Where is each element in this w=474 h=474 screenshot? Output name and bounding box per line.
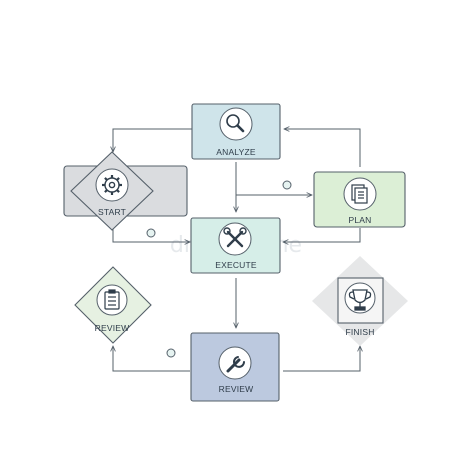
connector-start-execute	[112, 228, 190, 242]
start-label: START	[98, 207, 126, 217]
review-small-label: REVIEW	[95, 323, 130, 333]
dot-plan	[282, 180, 292, 190]
analyze-label: ANALYZE	[216, 147, 256, 157]
node-review-main: REVIEW	[190, 332, 280, 402]
node-finish: FINISH	[312, 256, 408, 346]
execute-label: EXECUTE	[215, 260, 257, 270]
node-review-small: REVIEW	[74, 266, 152, 344]
connector-review-finish	[283, 346, 360, 372]
connector-analyze-start	[113, 128, 192, 152]
finish-label: FINISH	[345, 327, 374, 337]
tools-icon	[223, 227, 247, 248]
dot-review	[166, 348, 176, 358]
trophy-icon	[348, 289, 372, 311]
review-main-label: REVIEW	[219, 384, 254, 394]
dot-start	[146, 228, 156, 238]
node-execute: EXECUTE	[190, 217, 281, 274]
magnifier-icon	[226, 114, 245, 133]
connectors	[112, 128, 361, 372]
connector-plan-analyze	[284, 129, 361, 167]
connector-plan-execute	[283, 228, 361, 242]
document-icon	[351, 184, 368, 204]
connector-review-reviewsmall	[113, 346, 190, 372]
wrench-icon	[226, 356, 245, 373]
clipboard-icon	[104, 289, 120, 310]
plan-label: PLAN	[348, 215, 371, 225]
connector-dots	[146, 180, 292, 358]
node-plan: PLAN	[313, 171, 406, 228]
node-start: START	[63, 151, 188, 231]
node-analyze: ANALYZE	[191, 103, 281, 160]
gear-icon	[102, 175, 122, 195]
